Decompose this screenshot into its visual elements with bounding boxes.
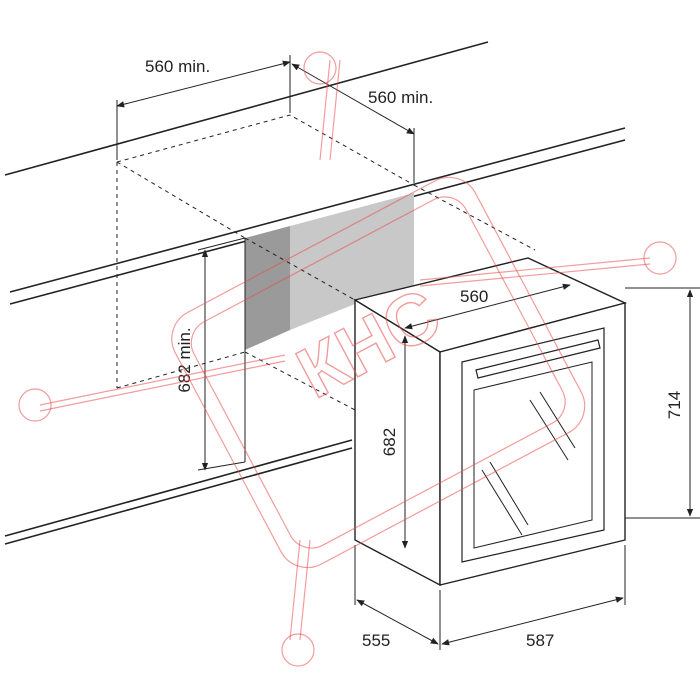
appliance-depth-label: 555 — [362, 631, 390, 650]
dimension-lines — [116, 55, 700, 650]
niche-depth-label: 560 min. — [368, 88, 433, 107]
niche-outline — [116, 114, 536, 411]
dimension-labels: 560 min. 560 min. 682 min. 560 682 714 5… — [145, 57, 684, 650]
appliance-front-width-label: 587 — [526, 631, 554, 650]
niche-width-label: 560 min. — [145, 57, 210, 76]
appliance-top-width-label: 560 — [460, 287, 488, 306]
appliance-side-height-label: 682 — [380, 428, 399, 456]
appliance-total-height-label: 714 — [665, 391, 684, 419]
